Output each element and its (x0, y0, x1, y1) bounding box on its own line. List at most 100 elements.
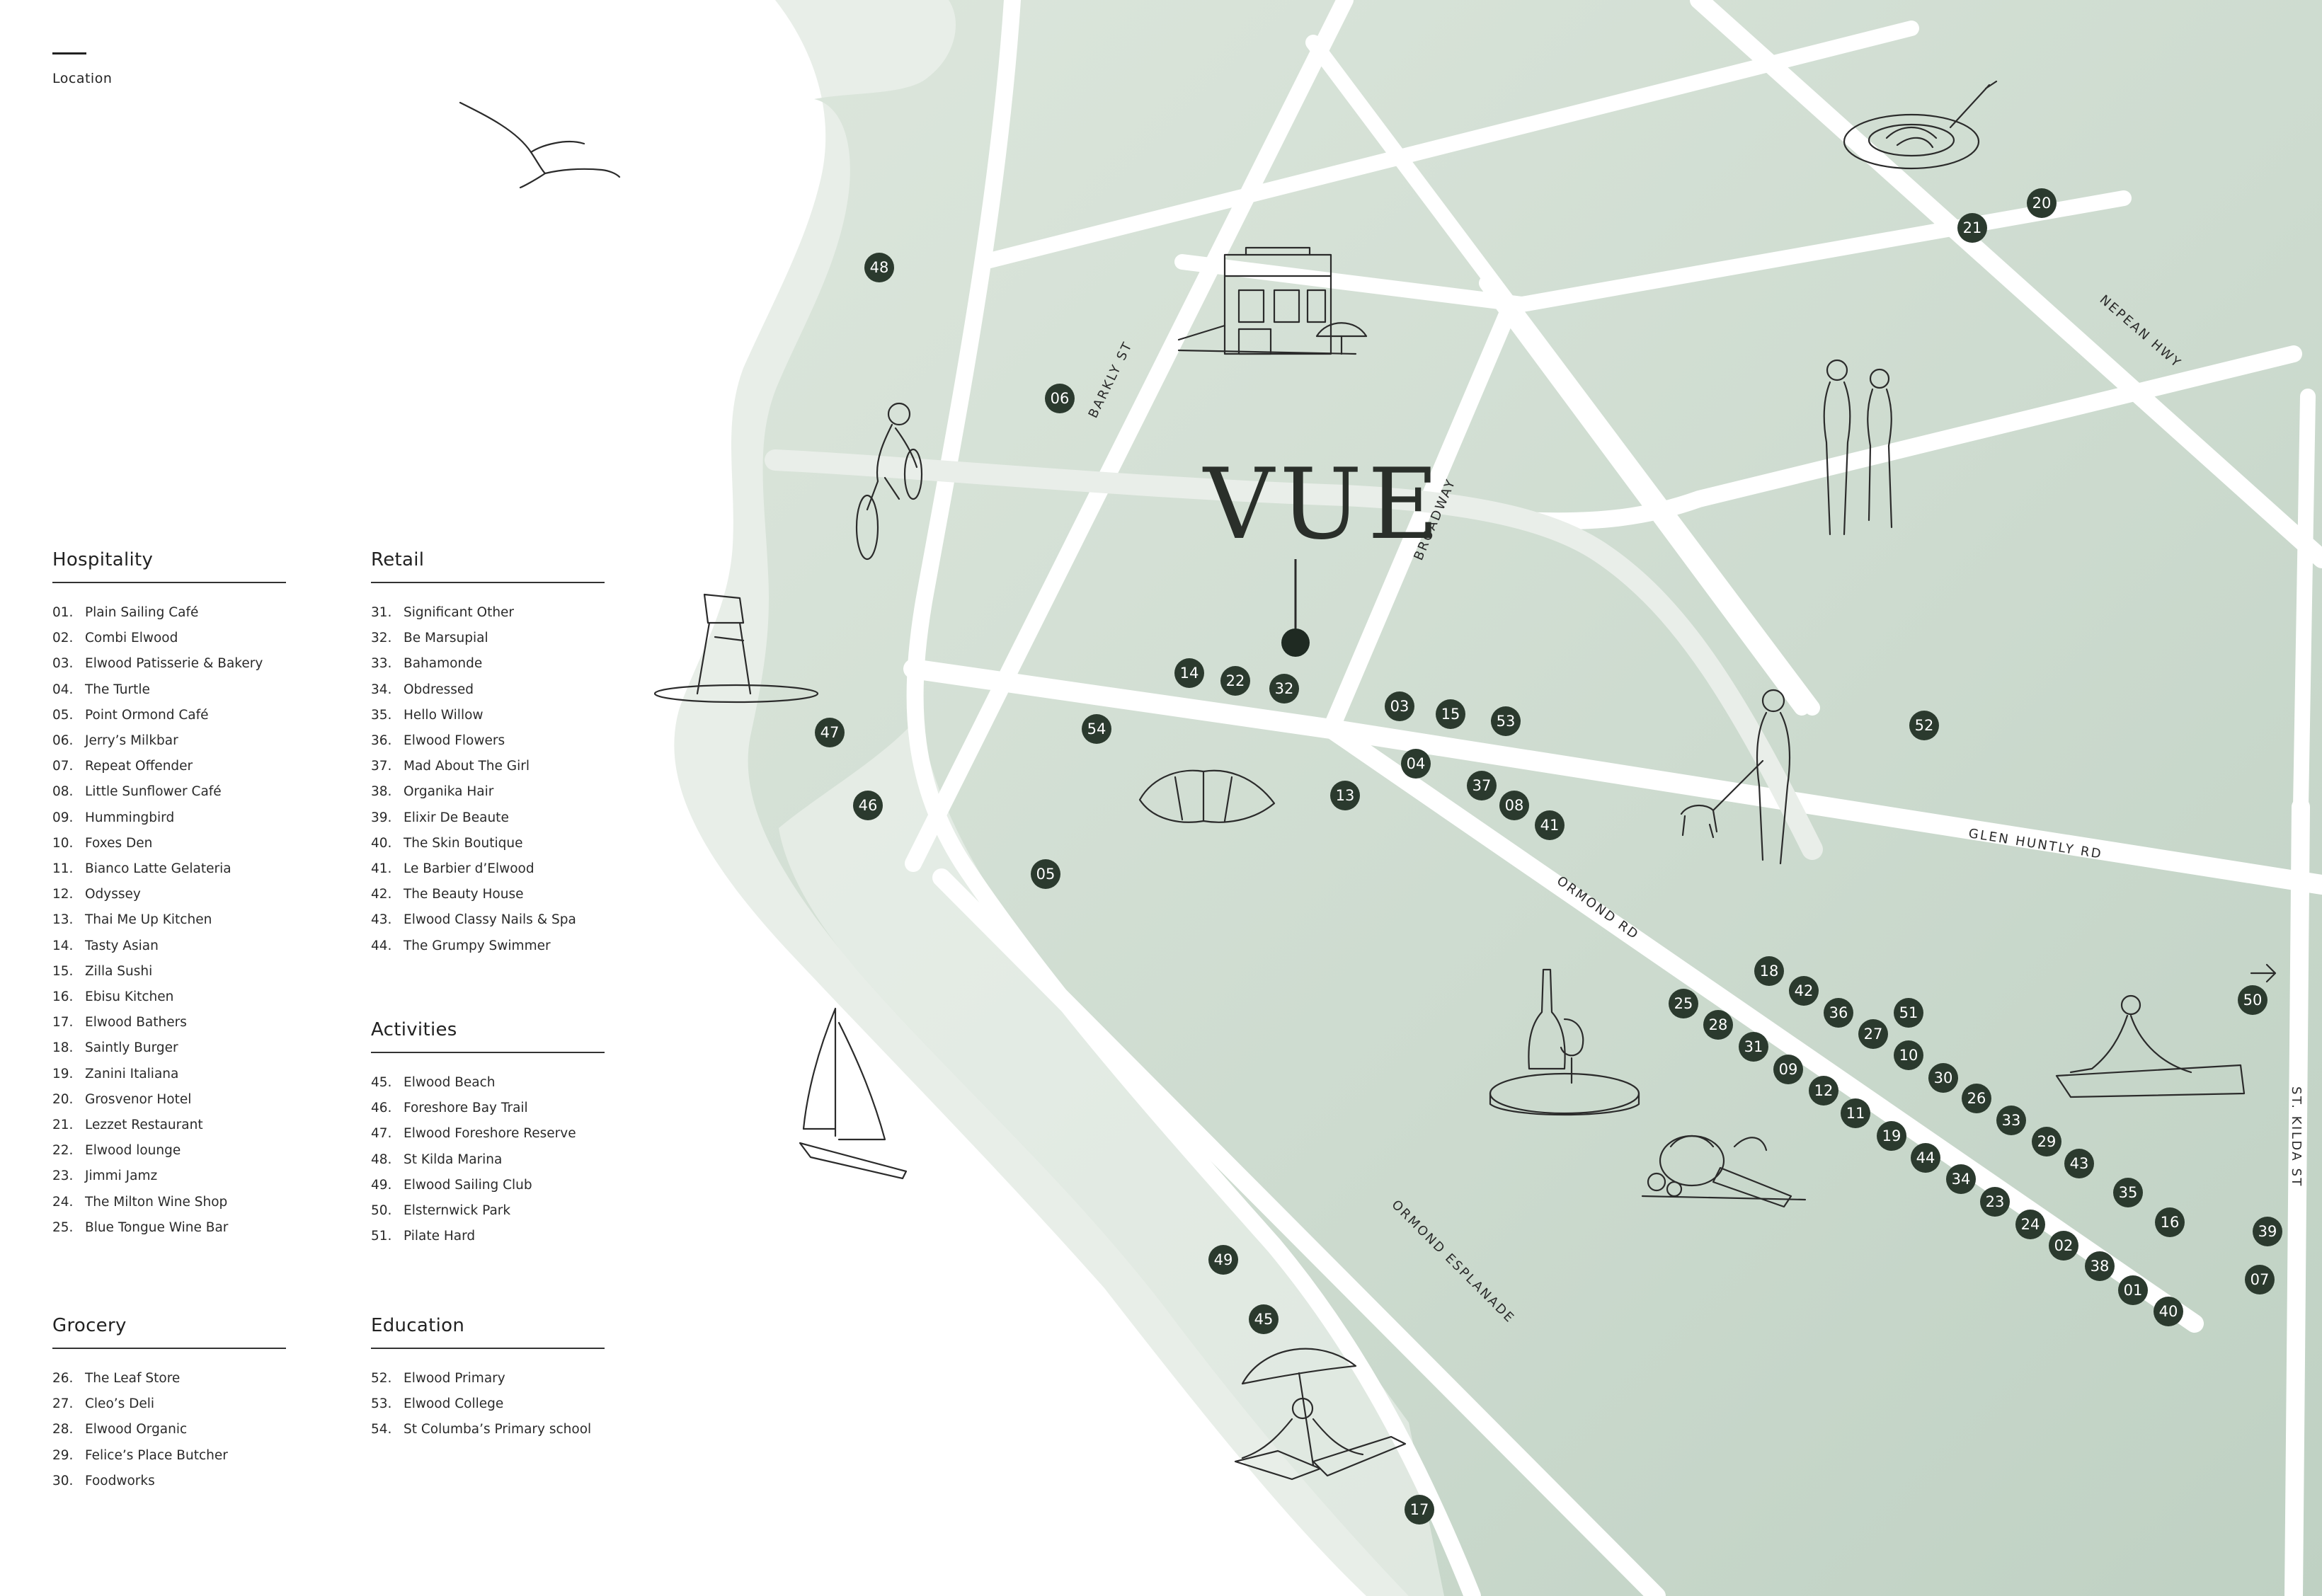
map-pin-marker[interactable] (1045, 384, 1075, 413)
map-pin-46[interactable]: 46 (853, 791, 883, 820)
map-pin-marker[interactable] (815, 718, 845, 747)
map-pin-20[interactable]: 20 (2027, 188, 2057, 218)
map-pin-marker[interactable] (1962, 1084, 1991, 1113)
map-pin-07[interactable]: 07 (2245, 1265, 2275, 1294)
map-pin-51[interactable]: 51 (1894, 998, 1923, 1028)
map-pin-31[interactable]: 31 (1739, 1032, 1768, 1062)
map-pin-34[interactable]: 34 (1946, 1164, 1976, 1194)
map-pin-marker[interactable] (1405, 1495, 1434, 1525)
map-pin-09[interactable]: 09 (1773, 1055, 1803, 1084)
map-pin-27[interactable]: 27 (1858, 1019, 1888, 1049)
map-pin-marker[interactable] (1911, 1143, 1940, 1173)
map-pin-marker[interactable] (2015, 1210, 2045, 1239)
map-pin-marker[interactable] (864, 253, 894, 282)
map-pin-01[interactable]: 01 (2118, 1275, 2148, 1305)
map-pin-04[interactable]: 04 (1401, 749, 1431, 779)
map-pin-19[interactable]: 19 (1877, 1121, 1906, 1151)
map-pin-41[interactable]: 41 (1535, 810, 1565, 840)
map-pin-49[interactable]: 49 (1208, 1245, 1238, 1275)
map-pin-marker[interactable] (1330, 781, 1360, 810)
map-pin-marker[interactable] (2253, 1217, 2282, 1246)
map-pin-45[interactable]: 45 (1249, 1304, 1279, 1334)
map-pin-marker[interactable] (1858, 1019, 1888, 1049)
map-pin-marker[interactable] (1909, 711, 1939, 740)
map-pin-marker[interactable] (2238, 985, 2267, 1015)
map-pin-37[interactable]: 37 (1467, 771, 1497, 800)
map-pin-marker[interactable] (1957, 213, 1987, 243)
map-pin-marker[interactable] (1535, 810, 1565, 840)
map-pin-03[interactable]: 03 (1385, 691, 1414, 721)
map-pin-26[interactable]: 26 (1962, 1084, 1991, 1113)
map-pin-marker[interactable] (1174, 658, 1204, 688)
map-pin-marker[interactable] (1491, 706, 1521, 736)
map-pin-38[interactable]: 38 (2085, 1251, 2115, 1281)
map-pin-44[interactable]: 44 (1911, 1143, 1940, 1173)
map-pin-marker[interactable] (853, 791, 883, 820)
map-pin-08[interactable]: 08 (1499, 791, 1529, 820)
map-pin-47[interactable]: 47 (815, 718, 845, 747)
map-pin-marker[interactable] (1754, 956, 1784, 986)
arrow-right-icon[interactable] (2250, 963, 2277, 983)
map-pin-marker[interactable] (2154, 1297, 2183, 1326)
map-pin-marker[interactable] (1877, 1121, 1906, 1151)
map-pin-50[interactable]: 50 (2238, 985, 2267, 1015)
map-pin-22[interactable]: 22 (1220, 666, 1250, 696)
map-pin-marker[interactable] (1894, 998, 1923, 1028)
map-pin-25[interactable]: 25 (1669, 989, 1698, 1018)
map-pin-marker[interactable] (2245, 1265, 2275, 1294)
map-pin-54[interactable]: 54 (1082, 714, 1111, 744)
map-pin-marker[interactable] (1669, 989, 1698, 1018)
map-pin-marker[interactable] (1739, 1032, 1768, 1062)
map-pin-marker[interactable] (1928, 1063, 1958, 1093)
map-pin-marker[interactable] (1996, 1106, 2026, 1135)
map-pin-11[interactable]: 11 (1841, 1098, 1870, 1128)
map-pin-52[interactable]: 52 (1909, 711, 1939, 740)
map-pin-36[interactable]: 36 (1824, 998, 1853, 1028)
map-pin-marker[interactable] (1980, 1187, 2010, 1217)
map-pin-10[interactable]: 10 (1894, 1040, 1923, 1070)
map-pin-marker[interactable] (1499, 791, 1529, 820)
map-pin-marker[interactable] (2085, 1251, 2115, 1281)
map-pin-05[interactable]: 05 (1031, 859, 1060, 889)
map-pin-42[interactable]: 42 (1789, 976, 1819, 1006)
map-pin-33[interactable]: 33 (1996, 1106, 2026, 1135)
map-pin-marker[interactable] (2113, 1178, 2143, 1207)
map-pin-marker[interactable] (1773, 1055, 1803, 1084)
map-pin-marker[interactable] (2118, 1275, 2148, 1305)
map-pin-40[interactable]: 40 (2154, 1297, 2183, 1326)
map-pin-35[interactable]: 35 (2113, 1178, 2143, 1207)
map-pin-marker[interactable] (1031, 859, 1060, 889)
map-pin-marker[interactable] (1703, 1010, 1733, 1040)
map-pin-14[interactable]: 14 (1174, 658, 1204, 688)
map-pin-43[interactable]: 43 (2064, 1149, 2094, 1178)
map-pin-16[interactable]: 16 (2155, 1207, 2185, 1237)
map-pin-18[interactable]: 18 (1754, 956, 1784, 986)
map-pin-21[interactable]: 21 (1957, 213, 1987, 243)
map-pin-23[interactable]: 23 (1980, 1187, 2010, 1217)
map-pin-28[interactable]: 28 (1703, 1010, 1733, 1040)
map-pin-15[interactable]: 15 (1436, 699, 1465, 729)
map-pin-39[interactable]: 39 (2253, 1217, 2282, 1246)
map-pin-marker[interactable] (2032, 1127, 2061, 1156)
map-pin-02[interactable]: 02 (2049, 1231, 2078, 1261)
map-pin-marker[interactable] (1946, 1164, 1976, 1194)
map-pin-24[interactable]: 24 (2015, 1210, 2045, 1239)
map-pin-marker[interactable] (1401, 749, 1431, 779)
map-pin-marker[interactable] (1824, 998, 1853, 1028)
map-pin-marker[interactable] (1082, 714, 1111, 744)
map-pin-30[interactable]: 30 (1928, 1063, 1958, 1093)
map-pin-13[interactable]: 13 (1330, 781, 1360, 810)
map-pin-12[interactable]: 12 (1809, 1076, 1838, 1106)
map-pin-marker[interactable] (1249, 1304, 1279, 1334)
map-pin-marker[interactable] (1208, 1245, 1238, 1275)
map-pin-marker[interactable] (1220, 666, 1250, 696)
map-pin-06[interactable]: 06 (1045, 384, 1075, 413)
map-pin-marker[interactable] (1436, 699, 1465, 729)
map-pin-29[interactable]: 29 (2032, 1127, 2061, 1156)
map-pin-17[interactable]: 17 (1405, 1495, 1434, 1525)
map-pin-marker[interactable] (1269, 674, 1299, 704)
map-pin-marker[interactable] (1385, 691, 1414, 721)
map-pin-marker[interactable] (1467, 771, 1497, 800)
map-pin-32[interactable]: 32 (1269, 674, 1299, 704)
map-pin-marker[interactable] (2064, 1149, 2094, 1178)
